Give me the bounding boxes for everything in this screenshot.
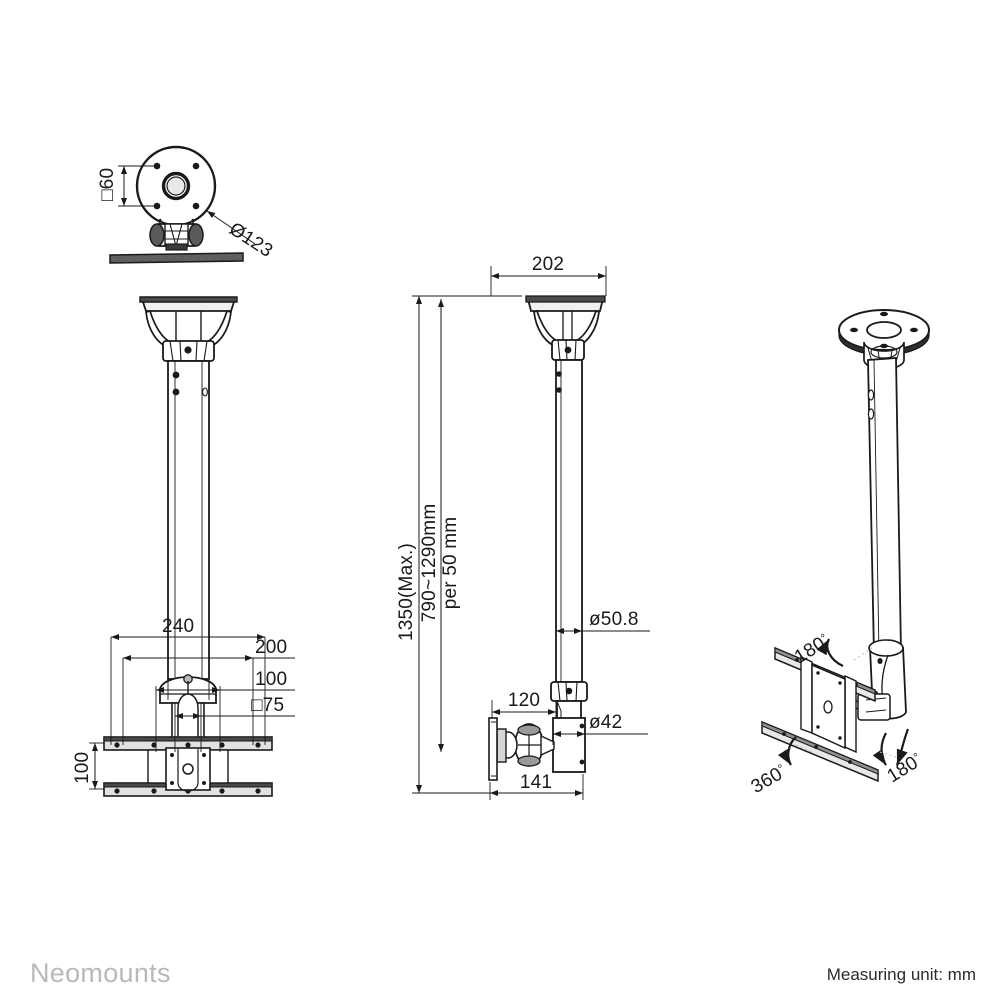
measuring-unit-note: Measuring unit: mm [826, 965, 976, 984]
dim-plate-bolt-spacing: □60 [97, 168, 118, 201]
isometric-rotation-view: 180° 360° 180° [748, 309, 930, 798]
sheet-footer: Neomounts Measuring unit: mm [0, 946, 1004, 1004]
dim-depth-141: 141 [520, 772, 552, 793]
dim-adjust-range-line2: per 50 mm [440, 517, 461, 610]
dim-vesa-width-200: 200 [255, 637, 287, 658]
dim-depth-120: 120 [508, 690, 540, 711]
side-elevation-view: 202 1350(Max.) 790~1290mm per 50 mm ø50.… [396, 254, 650, 800]
dim-plate-depth-202: 202 [532, 254, 564, 275]
rotation-screen-360: 360° [748, 761, 791, 798]
dim-bracket-overall-width: 240 [162, 616, 194, 637]
front-elevation-view: 240 200 100 □75 100 [72, 296, 295, 797]
dim-vesa-height-100: 100 [72, 752, 93, 784]
dim-vesa-width-100: 100 [255, 669, 287, 690]
dim-vesa-square-75: □75 [251, 695, 284, 716]
brand-logo-text: Neomounts [30, 958, 171, 988]
dim-upper-pole-diameter: ø50.8 [589, 609, 639, 630]
dim-lower-pole-diameter: ø42 [589, 712, 622, 733]
dim-adjust-range-line1: 790~1290mm [419, 504, 440, 623]
dim-total-height-max: 1350(Max.) [396, 543, 417, 641]
ceiling-plate-detail-view: □60 Ø123 [97, 145, 276, 264]
